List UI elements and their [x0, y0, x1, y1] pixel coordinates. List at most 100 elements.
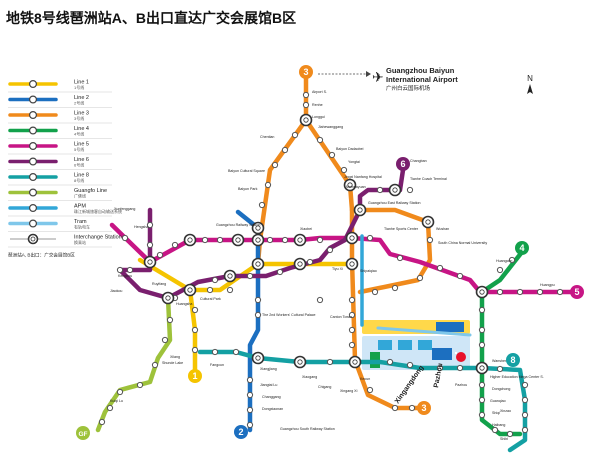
interchange-station[interactable]: [231, 233, 245, 247]
station-label: Fangcun: [210, 363, 224, 367]
station-stop: [456, 272, 464, 280]
line-badge[interactable]: 6: [396, 157, 410, 171]
legend-label-cn: 1号线: [74, 84, 84, 90]
badge-label: 6: [400, 159, 405, 169]
station-stop: [246, 272, 254, 280]
interchange-station[interactable]: [143, 255, 157, 269]
line-2: [235, 209, 261, 433]
station-stop: [264, 181, 272, 189]
station-stop: [521, 381, 529, 389]
station-stop: [316, 136, 324, 144]
station-stop: [366, 234, 374, 242]
interchange-station[interactable]: [348, 355, 362, 369]
station-label: The 2nd Workers' Cultural Palace: [262, 313, 316, 317]
station-label: Wanshengwei: [492, 359, 515, 363]
station-stop: [254, 296, 262, 304]
interchange-station[interactable]: [183, 233, 197, 247]
station-stop: [391, 284, 399, 292]
legend-label-cn: 8号线: [74, 177, 84, 183]
line-badge[interactable]: 2: [234, 425, 248, 439]
line-badge[interactable]: 8: [506, 353, 520, 367]
station-label-large: Xingangdong: [394, 365, 425, 406]
station-label: Dongxiaonan: [262, 407, 283, 411]
station-stop: [416, 274, 424, 282]
line-6: [117, 167, 406, 301]
badge-label: 1: [192, 371, 197, 381]
legend-label-en: Line 4: [74, 126, 89, 132]
legend-label-en: Line 3: [74, 111, 89, 117]
interchange-station[interactable]: [251, 233, 265, 247]
line-badge[interactable]: 4: [515, 241, 529, 255]
interchange-station[interactable]: [183, 283, 197, 297]
interchange-station[interactable]: [293, 355, 307, 369]
station-label: Haibang: [492, 423, 505, 427]
badge-circle: [515, 241, 529, 255]
station-stop: [266, 236, 274, 244]
station-stop: [281, 146, 289, 154]
station-stop: [506, 430, 514, 438]
interchange-station[interactable]: [293, 233, 307, 247]
badge-label: 4: [519, 243, 524, 253]
station-stop: [521, 426, 529, 434]
interchange-station[interactable]: [293, 257, 307, 271]
station-stop: [291, 131, 299, 139]
station-stop: [302, 101, 310, 109]
station-label: Xinzao: [500, 409, 511, 413]
interchange-station[interactable]: [345, 231, 359, 245]
badge-circle: [76, 426, 90, 440]
expo-area[interactable]: [362, 320, 470, 370]
station-label: Chentian: [260, 135, 274, 139]
legend-note: 琶洲站A, B出口：广交会展馆B区: [8, 252, 75, 259]
line-badge[interactable]: 3: [299, 65, 313, 79]
north-label: N: [527, 74, 533, 83]
station-label: Xiangjiang: [260, 367, 277, 371]
station-label: South China Normal University: [438, 241, 487, 245]
legend-label-cn: 广佛线: [74, 193, 86, 199]
line-badge[interactable]: GF: [76, 426, 90, 440]
station-stop: [106, 404, 114, 412]
station-stop: [226, 286, 234, 294]
interchange-station[interactable]: [251, 351, 265, 365]
station-stop: [246, 406, 254, 414]
line-badge[interactable]: 3: [417, 401, 431, 415]
station-stop: [408, 404, 416, 412]
station-label: Wushan: [436, 227, 449, 231]
station-label: Chigang: [318, 385, 331, 389]
legend-label-cn: 4号线: [74, 131, 84, 137]
station-stop: [508, 256, 516, 264]
station-label: Guanqiao: [490, 399, 506, 403]
airport-en1: Guangzhou Baiyun: [386, 66, 455, 75]
interchange-station[interactable]: [343, 178, 357, 192]
line-badge[interactable]: 5: [570, 285, 584, 299]
line-badge[interactable]: 1: [188, 369, 202, 383]
interchange-station[interactable]: [475, 285, 489, 299]
interchange-station[interactable]: [251, 257, 265, 271]
interchange-station[interactable]: [161, 291, 175, 305]
badge-circle: [188, 369, 202, 383]
station-stop: [406, 361, 414, 369]
line-guangfo: [95, 295, 173, 433]
station-label: Higher Education Mega Center S.: [490, 375, 544, 379]
interchange-station[interactable]: [353, 203, 367, 217]
station-stop: [146, 241, 154, 249]
station-stop: [191, 346, 199, 354]
line-tram: [376, 326, 472, 337]
station-label: Huangsha: [176, 302, 192, 306]
page-title: 地铁8号线琶洲站A、B出口直达广交会展馆B区: [6, 10, 297, 26]
badge-circle: [570, 285, 584, 299]
badge-label: 3: [421, 403, 426, 413]
interchange-station[interactable]: [475, 361, 489, 375]
interchange-station[interactable]: [299, 113, 313, 127]
station-label: Jingxi Nanfang Hospital: [344, 175, 382, 179]
interchange-station[interactable]: [223, 269, 237, 283]
station-stop: [281, 236, 289, 244]
interchange-station[interactable]: [251, 221, 265, 235]
interchange-station[interactable]: [421, 215, 435, 229]
interchange-station[interactable]: [388, 183, 402, 197]
interchange-station[interactable]: [345, 257, 359, 271]
